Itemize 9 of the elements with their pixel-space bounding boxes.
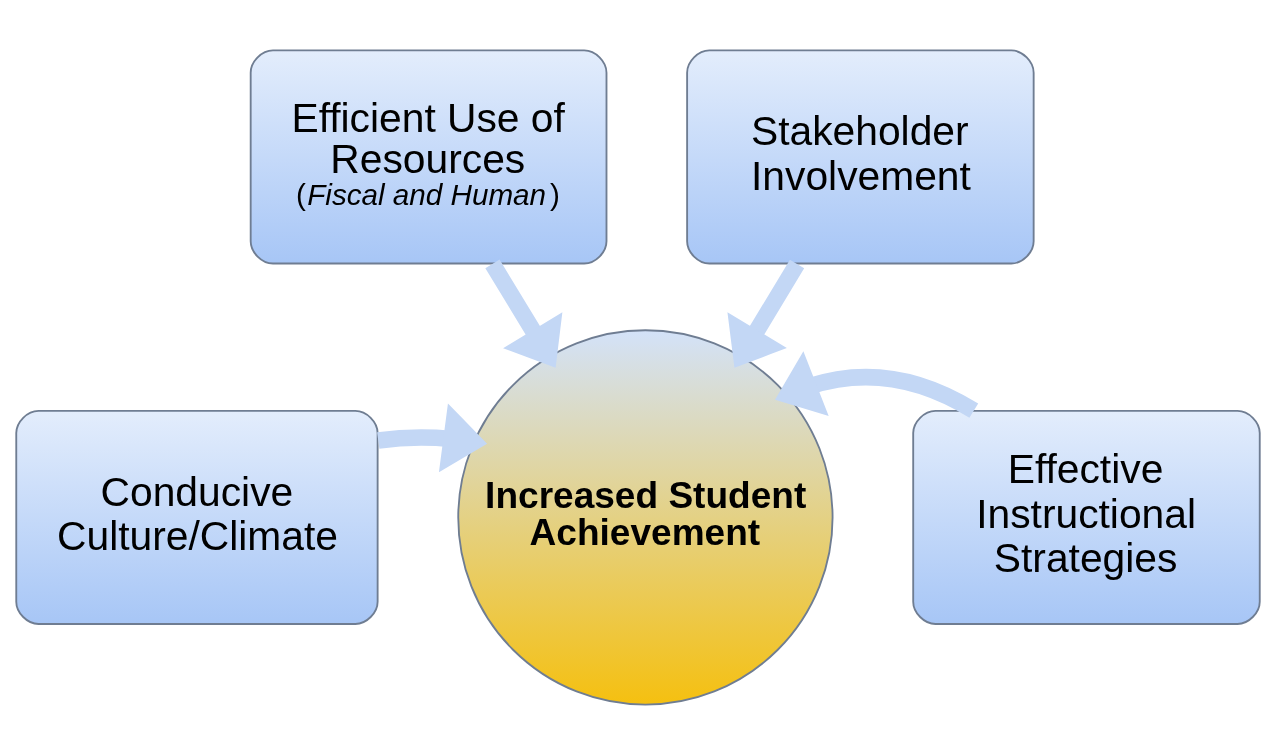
arrow [485,259,563,368]
node-box: Effective Instructional Strategies [912,409,1261,625]
arrow [775,350,978,418]
node-box: Conducive Culture/Climate [15,409,379,625]
arrow [727,259,805,368]
node-box: Efficient Use of Resources (Fiscal and Human) [249,49,608,264]
node-circle: Increased Student Achievement [457,328,834,705]
arrow [377,403,488,472]
node-box: Stakeholder Involvement [686,49,1035,264]
